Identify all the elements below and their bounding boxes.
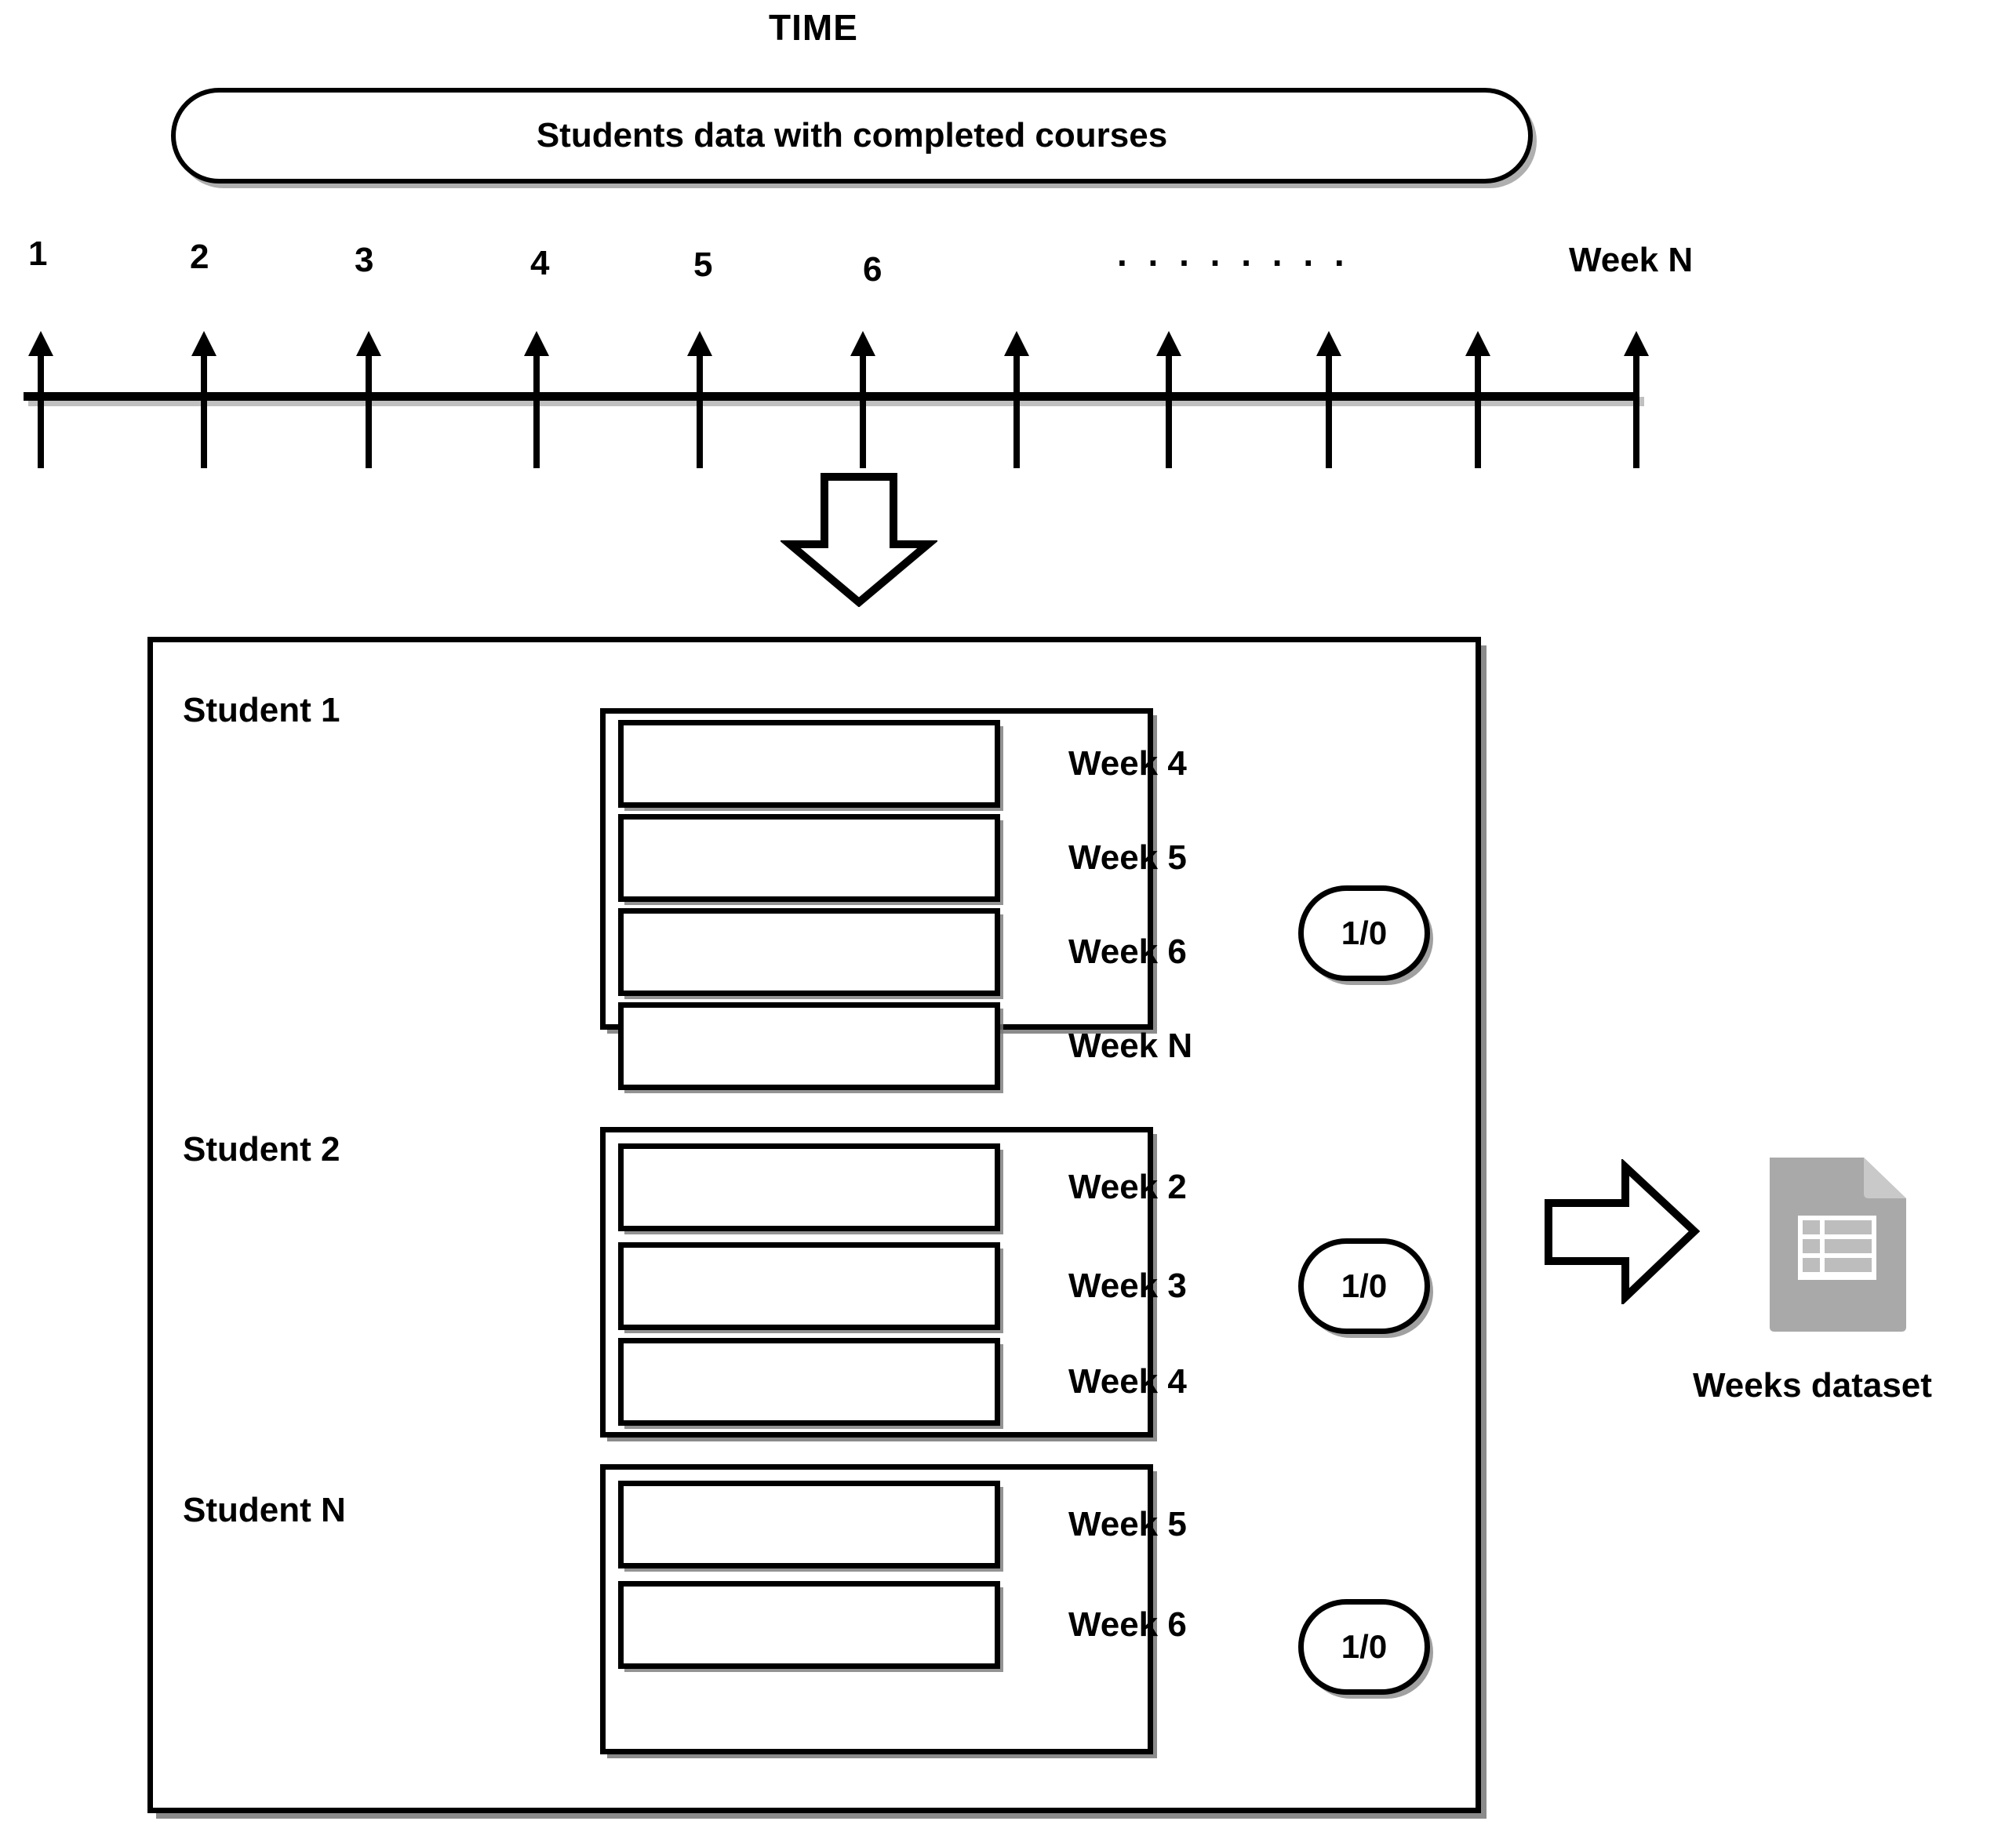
week-line: Week 6	[606, 908, 1187, 996]
week-line: Week N	[606, 1002, 1192, 1090]
week-label: Week 2	[1068, 1168, 1187, 1206]
down-block-arrow-icon	[779, 472, 939, 608]
target-label-badge: 1/0	[1298, 1599, 1430, 1695]
target-label-value: 1/0	[1341, 914, 1388, 951]
week-value-box	[618, 1242, 1000, 1330]
source-data-bar-label: Students data with completed courses	[536, 116, 1168, 154]
timeline-end-label: Week N	[1569, 241, 1694, 279]
timeline-tick-group	[28, 331, 1649, 468]
week-value-box	[618, 1002, 1000, 1090]
week-value-box	[618, 908, 1000, 996]
student-week-group: Week 4 Week 5 Week 6 Week N	[600, 708, 1192, 1090]
timeline-tick-label-5: 5	[693, 245, 713, 284]
timeline-tick-label-3: 3	[355, 241, 374, 279]
week-value-box	[618, 720, 1000, 808]
spreadsheet-file-icon	[1763, 1150, 1912, 1338]
student-row: Student 1 Week 4 Week 5 Week 6 Week N	[153, 642, 1476, 1090]
student-row: Student 2 Week 2 Week 3 Week 4 1/0	[153, 1081, 1476, 1442]
week-line: Week 3	[606, 1242, 1187, 1330]
target-label-badge: 1/0	[1298, 1238, 1430, 1334]
source-data-bar: Students data with completed courses	[171, 88, 1533, 184]
timeline-tick-label-2: 2	[190, 238, 209, 276]
week-label: Week N	[1068, 1027, 1193, 1065]
week-value-box	[618, 1481, 1000, 1568]
timeline-axis-svg	[24, 331, 1649, 468]
timeline-ellipsis: . . . . . . . .	[1117, 233, 1350, 274]
student-name-label: Student 2	[183, 1130, 340, 1169]
time-title: TIME	[769, 7, 858, 48]
week-value-box	[618, 1581, 1000, 1669]
timeline-tick-label-1: 1	[28, 234, 48, 273]
down-block-arrow-svg	[779, 473, 939, 608]
week-line: Week 5	[606, 814, 1187, 902]
week-line: Week 4	[606, 1338, 1187, 1426]
week-label: Week 4	[1068, 1362, 1187, 1401]
timeline-tick-label-4: 4	[530, 244, 550, 282]
target-label-badge: 1/0	[1298, 885, 1430, 981]
timeline-axis	[0, 329, 2016, 474]
student-week-group: Week 2 Week 3 Week 4	[600, 1127, 1187, 1438]
week-line: Week 5	[606, 1481, 1187, 1568]
week-label: Week 4	[1068, 744, 1187, 783]
student-name-label: Student N	[183, 1491, 346, 1529]
file-fold	[1864, 1158, 1906, 1198]
week-label: Week 5	[1068, 838, 1187, 877]
spreadsheet-file-svg	[1770, 1158, 1906, 1332]
week-value-box	[618, 814, 1000, 902]
week-value-box	[618, 1338, 1000, 1426]
students-weeks-container: Student 1 Week 4 Week 5 Week 6 Week N	[147, 637, 1481, 1813]
week-label: Week 6	[1068, 932, 1187, 971]
student-row: Student N Week 5 Week 6 1/0	[153, 1442, 1476, 1787]
timeline-tick-label-6: 6	[863, 250, 882, 289]
week-label: Week 3	[1068, 1267, 1187, 1305]
file-table-grid	[1798, 1216, 1876, 1280]
week-line: Week 6	[606, 1581, 1187, 1669]
week-value-box	[618, 1143, 1000, 1231]
week-line: Week 4	[606, 720, 1187, 808]
week-line: Week 2	[606, 1143, 1187, 1231]
right-block-arrow-icon	[1544, 1158, 1701, 1307]
target-label-value: 1/0	[1341, 1628, 1388, 1665]
week-label: Week 6	[1068, 1605, 1187, 1644]
week-label: Week 5	[1068, 1505, 1187, 1543]
student-name-label: Student 1	[183, 691, 340, 729]
right-block-arrow-svg	[1545, 1158, 1701, 1307]
dataset-caption: Weeks dataset	[1693, 1366, 1932, 1405]
target-label-value: 1/0	[1341, 1267, 1388, 1304]
student-week-group: Week 5 Week 6	[600, 1464, 1187, 1754]
timeline-baseline	[24, 392, 1639, 401]
